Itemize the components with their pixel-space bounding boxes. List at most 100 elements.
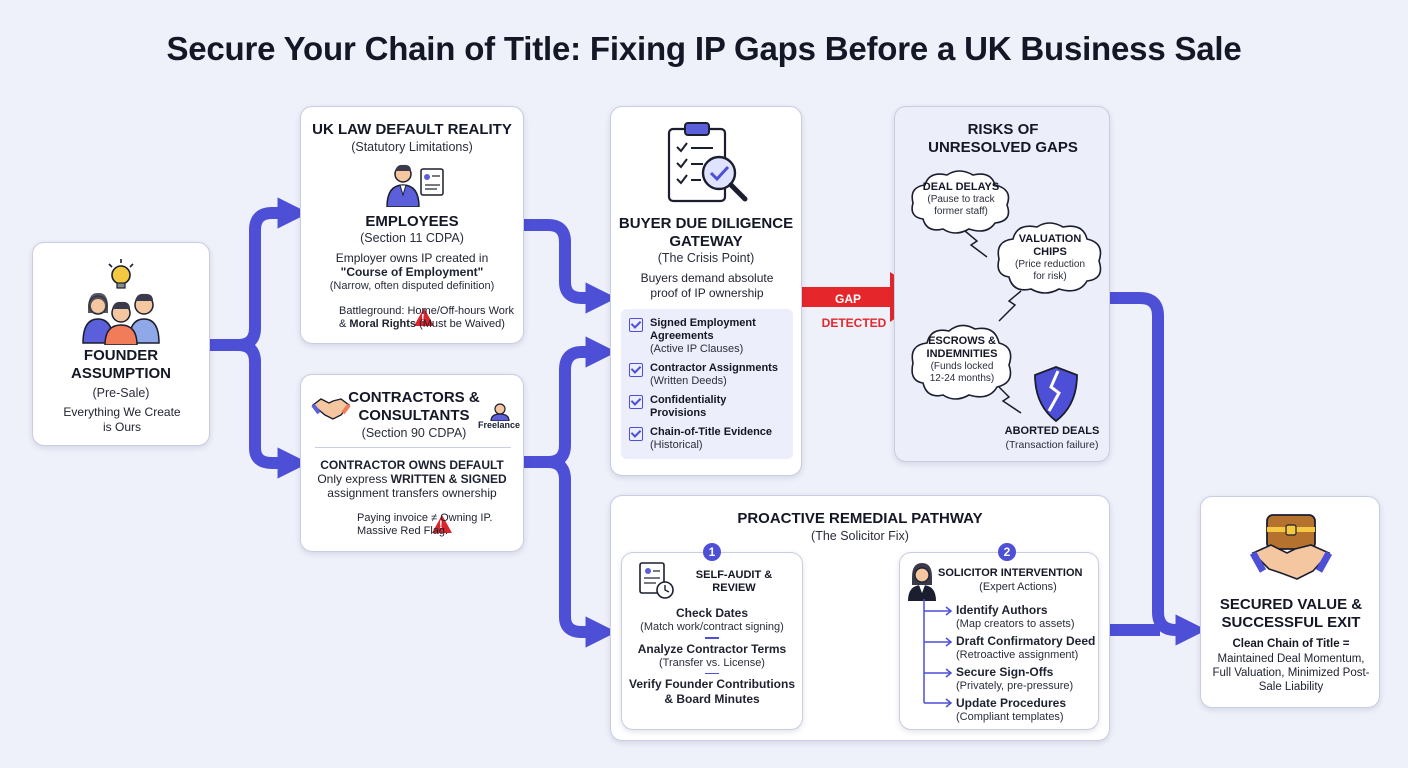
treasure-handshake-icon <box>1249 514 1333 580</box>
checklist-item: Contractor Assignments(Written Deeds) <box>629 362 785 388</box>
employee-badge-icon <box>386 164 444 207</box>
checklist-note: (Written Deeds) <box>650 375 727 387</box>
exit-body-bold: Clean Chain of Title = <box>1232 638 1350 650</box>
arrow-employees-to-buyer <box>524 219 617 314</box>
solicitor-tree-connectors <box>923 599 953 708</box>
arrow-risks-to-exit <box>1110 292 1207 646</box>
uk-law-sub: (Statutory Limitations) <box>351 140 473 154</box>
employees-warning-tail: (Must be Waived) <box>416 318 505 330</box>
contractor-transfer-line: assignment transfers ownership <box>327 486 497 500</box>
employees-quote: "Course of Employment" <box>340 265 484 279</box>
risk-title: DEAL DELAYS <box>922 181 1000 193</box>
audit-items: Check Dates (Match work/contract signing… <box>622 606 802 707</box>
contractors-divider <box>315 447 511 448</box>
employees-heading: EMPLOYEES <box>365 213 459 230</box>
risk-title: ESCROWS & INDEMNITIES <box>926 335 998 360</box>
contractors-sub: (Section 90 CDPA) <box>361 426 467 440</box>
arrow-founder-to-contractors <box>237 339 309 479</box>
arrow-contractors-to-buyer <box>524 336 617 468</box>
risk-aborted-title: ABORTED DEALS <box>1004 425 1100 437</box>
solicitor-sub: (Expert Actions) <box>979 581 1057 593</box>
clipboard-magnifier-icon <box>667 122 748 203</box>
checklist-label: Contractor Assignments <box>650 362 778 374</box>
contractor-line-pre: Only express <box>317 472 391 486</box>
employees-warning-line1: Battleground: Home/Off-hours Work <box>339 305 515 317</box>
employees-warning: Battleground: Home/Off-hours Work & Mora… <box>339 305 523 331</box>
buyer-checklist: Signed Employment Agreements(Active IP C… <box>621 309 793 459</box>
risk-title: VALUATION CHIPS <box>1018 233 1082 258</box>
solicitor-item-title: Draft Confirmatory Deed <box>956 634 1096 648</box>
solicitor-item: Secure Sign-Offs(Privately, pre-pressure… <box>956 665 1073 693</box>
buyer-body: Buyers demand absolute proof of IP owner… <box>640 271 774 300</box>
checkbox-icon <box>629 427 643 441</box>
exit-heading: SECURED VALUE & SUCCESSFUL EXIT <box>1219 596 1363 631</box>
contractor-default-heading: CONTRACTOR OWNS DEFAULT <box>320 458 504 472</box>
founder-heading: FOUNDER ASSUMPTION <box>70 347 171 382</box>
freelancer-icon <box>490 403 510 421</box>
founder-sub: (Pre-Sale) <box>92 386 150 400</box>
checklist-note: (Historical) <box>650 439 703 451</box>
arrow-to-remedial <box>547 456 617 648</box>
risks-heading: RISKS OF UNRESOLVED GAPS <box>928 121 1078 156</box>
employees-warning-amp: & <box>339 318 350 330</box>
exit-body: Maintained Deal Momentum, Full Valuation… <box>1212 653 1370 693</box>
risks-card: RISKS OF UNRESOLVED GAPS DEAL DELAYS (Pa… <box>894 106 1110 462</box>
solicitor-icon <box>908 563 936 601</box>
contractor-written-line: Only express WRITTEN & SIGNED <box>301 472 523 487</box>
employees-warning-bold: Moral Rights <box>349 318 417 330</box>
solicitor-heading: SOLICITOR INTERVENTION <box>938 567 1083 579</box>
checkbox-icon <box>629 318 643 332</box>
audit-document-icon <box>639 562 674 599</box>
solicitor-item-note: (Privately, pre-pressure) <box>956 680 1074 692</box>
contractors-card: CONTRACTORS & CONSULTANTS Freelance (Sec… <box>300 374 524 552</box>
solicitor-item: Identify Authors(Map creators to assets) <box>956 603 1075 631</box>
checklist-item: Confidentiality Provisions <box>629 394 785 420</box>
audit-card: 1 SELF-AUDIT & REVIEW Check Dates (Match… <box>621 543 803 730</box>
checklist-note: (Active IP Clauses) <box>650 343 744 355</box>
risk-note: (Pause to track former staff) <box>927 194 995 217</box>
divider <box>705 672 719 674</box>
solicitor-item-note: (Compliant templates) <box>956 711 1064 723</box>
audit-item-note: (Transfer vs. License) <box>659 656 765 669</box>
checkbox-icon <box>629 395 643 409</box>
checklist-label: Confidentiality Provisions <box>650 394 727 419</box>
founder-body: Everything We Create is Ours <box>63 405 181 434</box>
employees-note: (Narrow, often disputed definition) <box>329 280 495 292</box>
exit-card: SECURED VALUE & SUCCESSFUL EXIT Clean Ch… <box>1200 496 1380 708</box>
risk-valuation-chips: VALUATION CHIPS (Price reduction for ris… <box>995 219 1105 299</box>
solicitor-item-title: Secure Sign-Offs <box>956 665 1054 679</box>
risk-deal-delays: DEAL DELAYS (Pause to track former staff… <box>909 167 1013 239</box>
audit-item-note: (Match work/contract signing) <box>640 621 784 633</box>
gap-detected-label: DETECTED <box>821 316 887 330</box>
audit-heading: SELF-AUDIT & REVIEW <box>695 569 773 594</box>
risk-note: (Price reduction for risk) <box>1014 259 1086 282</box>
step-number-badge: 2 <box>998 543 1016 561</box>
solicitor-card: 2 SOLICITOR INTERVENTION (Expert Actions… <box>899 543 1099 730</box>
audit-item-title: Check Dates <box>675 606 749 620</box>
buyer-card: BUYER DUE DILIGENCE GATEWAY (The Crisis … <box>610 106 802 476</box>
checklist-item: Chain-of-Title Evidence(Historical) <box>629 426 785 452</box>
arrow-founder-to-employees <box>210 197 309 351</box>
remedial-heading: PROACTIVE REMEDIAL PATHWAY <box>737 510 983 527</box>
employees-sub: (Section 11 CDPA) <box>360 231 464 245</box>
divider <box>705 637 719 639</box>
risk-note: (Funds locked 12-24 months) <box>929 361 995 384</box>
contractor-line-bold: WRITTEN & SIGNED <box>390 472 507 486</box>
founder-illustration <box>33 257 209 350</box>
people-group-icon <box>82 259 160 346</box>
page-title: Secure Your Chain of Title: Fixing IP Ga… <box>166 30 1242 67</box>
founder-card: FOUNDER ASSUMPTION (Pre-Sale) Everything… <box>32 242 210 446</box>
solicitor-item: Update Procedures(Compliant templates) <box>956 696 1066 724</box>
freelance-badge: Freelance <box>477 420 521 430</box>
uk-law-heading: UK LAW DEFAULT REALITY <box>312 121 512 138</box>
employees-body: Employer owns IP created in <box>335 251 489 265</box>
solicitor-item-note: (Map creators to assets) <box>956 618 1075 630</box>
audit-item-title: Analyze Contractor Terms <box>637 641 787 656</box>
risk-escrows: ESCROWS & INDEMNITIES (Funds locked 12-2… <box>909 321 1015 405</box>
contractors-heading: CONTRACTORS & CONSULTANTS <box>348 389 480 424</box>
contractor-warning: Paying invoice ≠ Owning IP. Massive Red … <box>357 512 517 538</box>
checklist-item: Signed Employment Agreements(Active IP C… <box>629 317 785 356</box>
checklist-label: Chain-of-Title Evidence <box>650 426 773 438</box>
contractor-warning-line1: Paying invoice ≠ Owning IP. <box>357 512 493 524</box>
risk-aborted-note: (Transaction failure) <box>1005 439 1099 451</box>
